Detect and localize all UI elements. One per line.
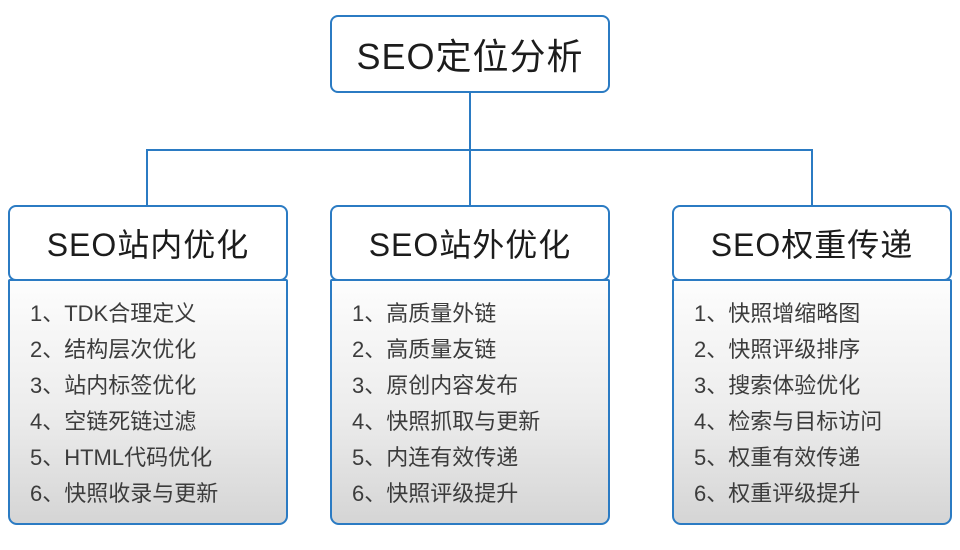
connector-drop-middle [469,149,471,206]
list-item: 5、权重有效传递 [694,445,861,470]
list-item: 3、原创内容发布 [352,373,519,398]
column-weight: SEO权重传递 1、快照增缩略图 2、快照评级排序 3、搜索体验优化 4、检索与… [672,205,952,525]
list-item: 2、快照评级排序 [694,337,861,362]
connector-stub [469,92,471,150]
column-onsite-title: SEO站内优化 [46,227,250,263]
list-item: 6、快照评级提升 [352,481,519,506]
list-item: 6、权重评级提升 [694,481,861,506]
column-offsite: SEO站外优化 1、高质量外链 2、高质量友链 3、原创内容发布 4、快照抓取与… [330,205,610,525]
column-offsite-panel: 1、高质量外链 2、高质量友链 3、原创内容发布 4、快照抓取与更新 5、内连有… [330,279,610,525]
root-node: SEO定位分析 [330,15,610,93]
list-item: 4、快照抓取与更新 [352,409,541,434]
list-item: 1、TDK合理定义 [30,301,197,326]
list-item: 3、站内标签优化 [30,373,197,398]
list-item: 5、HTML代码优化 [30,445,213,470]
list-item: 6、快照收录与更新 [30,481,219,506]
column-onsite: SEO站内优化 1、TDK合理定义 2、结构层次优化 3、站内标签优化 4、空链… [8,205,288,525]
list-item: 1、高质量外链 [352,301,497,326]
root-node-title: SEO定位分析 [356,36,584,77]
list-item: 2、高质量友链 [352,337,497,362]
connector-drop-left [146,149,148,206]
list-item: 2、结构层次优化 [30,337,197,362]
list-item: 5、内连有效传递 [352,445,519,470]
connector-drop-right [811,149,813,206]
list-item: 4、检索与目标访问 [694,409,883,434]
column-offsite-title: SEO站外优化 [368,227,572,263]
connector-rail [146,149,813,151]
list-item: 3、搜索体验优化 [694,373,861,398]
column-weight-header: SEO权重传递 [672,205,952,281]
column-weight-panel: 1、快照增缩略图 2、快照评级排序 3、搜索体验优化 4、检索与目标访问 5、权… [672,279,952,525]
column-offsite-header: SEO站外优化 [330,205,610,281]
list-item: 4、空链死链过滤 [30,409,197,434]
column-onsite-header: SEO站内优化 [8,205,288,281]
column-onsite-panel: 1、TDK合理定义 2、结构层次优化 3、站内标签优化 4、空链死链过滤 5、H… [8,279,288,525]
column-weight-title: SEO权重传递 [710,227,914,263]
list-item: 1、快照增缩略图 [694,301,861,326]
